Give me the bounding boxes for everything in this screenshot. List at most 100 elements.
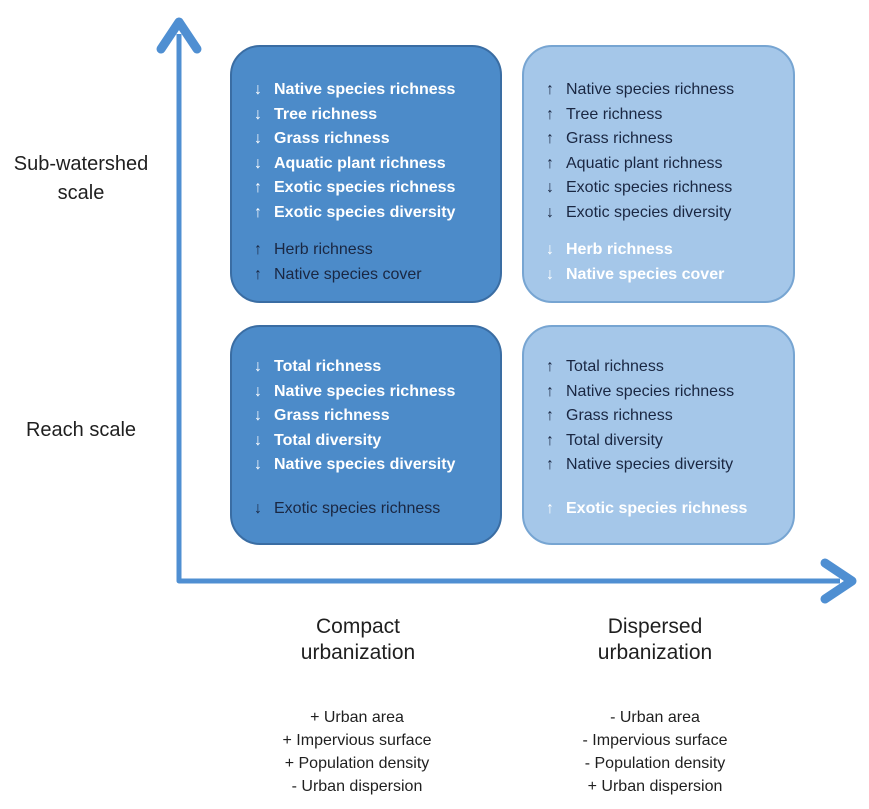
effect-group-main: ↓Total richness↓Native species richness↓…	[254, 355, 484, 478]
down-arrow-icon: ↓	[254, 81, 262, 98]
up-arrow-icon: ↑	[546, 499, 554, 517]
variable-line: + Impervious surface	[282, 732, 432, 749]
effect-item: ↓ Total diversity	[254, 429, 484, 454]
y-axis-label-line: Reach scale	[25, 419, 137, 441]
up-arrow-icon: ↑	[546, 456, 554, 473]
effect-item: ↑ Total richness	[546, 355, 777, 380]
up-arrow-icon: ↑	[546, 431, 554, 449]
effect-label: Native species richness	[274, 81, 456, 98]
effect-item: ↑Exotic species diversity	[254, 201, 484, 226]
effect-label: Native species richness	[274, 382, 456, 400]
effect-label: Herb richness	[566, 241, 673, 258]
effect-label: Grass richness	[566, 130, 673, 147]
effect-label: Exotic species diversity	[274, 203, 456, 221]
effect-item: ↓ Native species richness	[254, 380, 484, 405]
effect-label: Grass richness	[274, 407, 390, 424]
effect-item: ↑Grass richness	[546, 127, 777, 152]
effect-item: ↓ Exotic species diversity	[546, 201, 777, 226]
effect-label: Native species cover	[566, 265, 725, 283]
effect-label: Total richness	[274, 358, 382, 375]
effect-item: ↓ Native species cover	[546, 263, 777, 288]
down-arrow-icon: ↓	[546, 203, 554, 221]
effect-item: ↑Exotic species richness	[254, 176, 484, 201]
down-arrow-icon: ↓	[546, 265, 554, 283]
quadrant-reach-dispersed: ↑Total richness↑Native species richness↑…	[522, 325, 795, 545]
effect-item: ↑ Native species richness	[546, 78, 777, 103]
effect-item: ↓Grass richness	[254, 127, 484, 152]
x-axis-label-dispersed: Dispersed urbanization	[545, 614, 765, 666]
effect-label: Native species richness	[566, 382, 735, 400]
y-axis-label-reach: Reach scale	[0, 416, 162, 444]
y-axis-label-subwatershed: Sub-watershed scale	[0, 150, 162, 208]
down-arrow-icon: ↓	[546, 241, 554, 258]
down-arrow-icon: ↓	[254, 407, 262, 424]
down-arrow-icon: ↓	[546, 179, 554, 196]
x-axis-label-line: urbanization	[597, 641, 713, 664]
effect-item: ↓ Native species richness	[254, 78, 484, 103]
effect-item: ↑ Exotic species richness	[546, 497, 777, 522]
x-axis-label-compact: Compact urbanization	[248, 614, 468, 666]
effect-label: Total diversity	[274, 431, 382, 449]
effect-item: ↑ Grass richness	[546, 404, 777, 429]
effect-label: Exotic species richness	[274, 499, 441, 517]
effect-label: Total richness	[566, 358, 664, 375]
variable-line: + Urban dispersion	[587, 778, 723, 795]
up-arrow-icon: ↑	[254, 241, 262, 258]
effect-label: Exotic species diversity	[566, 203, 732, 221]
footnote-dispersed-variables: - Urban area- Impervious surface- Popula…	[545, 706, 765, 798]
effect-item: ↑ Native species diversity	[546, 453, 777, 478]
quadrant-reach-compact: ↓Total richness↓Native species richness↓…	[230, 325, 502, 545]
x-axis-label-line: Compact	[315, 615, 401, 638]
variable-line: + Urban area	[310, 709, 404, 726]
up-arrow-icon: ↑	[254, 265, 262, 283]
effect-label: Grass richness	[274, 130, 390, 147]
variable-line: - Population density	[584, 755, 726, 772]
x-axis-label-line: Dispersed	[607, 615, 703, 638]
effect-label: Native species diversity	[566, 456, 734, 473]
effect-label: Herb richness	[274, 241, 373, 258]
effect-item: ↓ Native species diversity	[254, 453, 484, 478]
up-arrow-icon: ↑	[546, 81, 554, 98]
effect-item: ↑Aquatic plant richness	[546, 152, 777, 177]
effect-group-main: ↑ Native species richness ↑ Tree richness ↑G…	[546, 78, 777, 225]
down-arrow-icon: ↓	[254, 382, 262, 400]
up-arrow-icon: ↑	[254, 179, 262, 196]
variable-line: + Population density	[284, 755, 430, 772]
effect-label: Grass richness	[566, 407, 673, 424]
up-arrow-icon: ↑	[546, 105, 554, 123]
effect-label: Native species diversity	[274, 456, 456, 473]
effect-item: ↑Native species cover	[254, 263, 484, 288]
effect-item: ↑ Total diversity	[546, 429, 777, 454]
effect-label: Tree richness	[566, 105, 663, 123]
effect-item: ↓ Aquatic plant richness	[254, 152, 484, 177]
down-arrow-icon: ↓	[254, 431, 262, 449]
x-axis-label-line: urbanization	[300, 641, 416, 664]
y-axis-label-line: Sub-watershed	[13, 153, 149, 175]
effect-group-contrast: ↑ Exotic species richness	[546, 497, 777, 522]
effect-label: Tree richness	[274, 105, 378, 123]
up-arrow-icon: ↑	[546, 407, 554, 424]
effect-item: ↑Native species richness	[546, 380, 777, 405]
effect-label: Exotic species richness	[566, 499, 748, 517]
down-arrow-icon: ↓	[254, 456, 262, 473]
quadrant-subwatershed-dispersed: ↑ Native species richness ↑ Tree richness ↑G…	[522, 45, 795, 303]
effect-item: ↓ Exotic species richness	[546, 176, 777, 201]
effect-label: Aquatic plant richness	[274, 154, 446, 172]
effect-label: Aquatic plant richness	[566, 154, 723, 172]
effect-item: ↑ Tree richness	[546, 103, 777, 128]
down-arrow-icon: ↓	[254, 499, 262, 517]
variable-line: - Urban area	[610, 709, 700, 726]
up-arrow-icon: ↑	[546, 358, 554, 375]
effect-label: Native species richness	[566, 81, 735, 98]
y-axis-label-line: scale	[57, 182, 105, 204]
effect-item: ↓Tree richness	[254, 103, 484, 128]
quadrant-subwatershed-compact: ↓Native species richness↓Tree richness↓G…	[230, 45, 502, 303]
effect-label: Exotic species richness	[566, 179, 733, 196]
x-axis-arrowhead-icon	[820, 558, 857, 604]
effect-group-main: ↑Total richness↑Native species richness↑…	[546, 355, 777, 478]
effect-item: ↑ Herb richness	[254, 238, 484, 263]
effect-label: Total diversity	[566, 431, 663, 449]
down-arrow-icon: ↓	[254, 154, 262, 172]
y-axis-arrowhead-icon	[156, 17, 202, 54]
